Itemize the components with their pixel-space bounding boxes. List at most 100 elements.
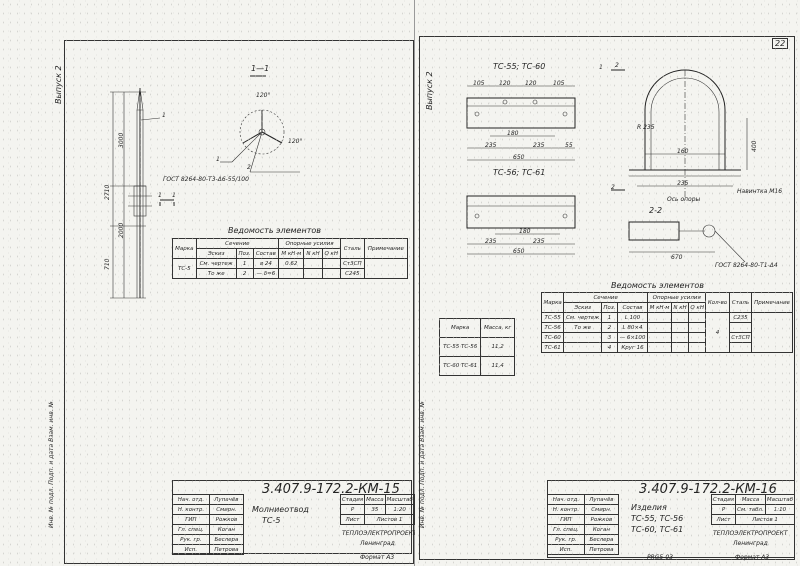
left-title-name-1: Молниеотвод (252, 505, 309, 514)
left-spec-table: Марка Сечение Опорные усилия Сталь Приме… (172, 238, 409, 279)
right-spec-sketch (563, 342, 603, 353)
dim-mid-b: 180 (519, 228, 531, 235)
left-spec-sh-n: N кН (303, 248, 323, 259)
dim-710: 710 (104, 258, 111, 270)
sheets-label: Листов 1 (735, 514, 795, 525)
left-spec-pos: 1 (235, 258, 254, 269)
mass-header: Масса (364, 494, 386, 505)
left-spec-sketch: То же (195, 268, 237, 279)
section-1-top: 1 (599, 64, 603, 71)
right-title-name-1: Изделия (631, 503, 667, 512)
right-spec-mark: ТС-60 (540, 332, 565, 343)
mass-value: 35 (364, 504, 386, 515)
right-org: ТЕПЛОЭЛЕКТРОПРОЕКТ (713, 530, 788, 537)
right-spec-sh-m: M кН·м (647, 302, 672, 313)
dim-bottom-2: 235 (533, 142, 545, 149)
sheet-label: Лист (339, 514, 366, 525)
left-format: Формат А3 (360, 554, 395, 561)
right-spec-h-qty: Кол-во (705, 292, 730, 313)
dim-bottom-b1: 235 (485, 238, 497, 245)
right-spec-h-mark: Марка (540, 292, 565, 313)
mass-mark: ТС-60 ТС-61 (438, 356, 482, 376)
left-spec-h-steel: Сталь (339, 238, 365, 259)
right-spec-pos: 4 (601, 342, 618, 353)
mass-value: 11,2 (480, 337, 515, 357)
dim-bottom-1: 235 (485, 142, 497, 149)
left-spec-q (321, 268, 341, 279)
right-spec-sketch: То же (563, 322, 603, 333)
right-title-name-3: ТС-60, ТС-61 (631, 525, 684, 534)
dim-top-1: 105 (473, 80, 485, 87)
right-spec-sh-n: N кН (670, 302, 690, 313)
marker-1-section: 1 (216, 156, 220, 163)
right-spec-steel: С235 (728, 312, 753, 323)
right-spec-steel: Ст3СП (728, 332, 753, 343)
dim-160: 160 (677, 148, 689, 155)
dim-top-3: 120 (525, 80, 537, 87)
dim-total-a: 650 (513, 154, 525, 161)
right-spec-title: Ведомость элементов (611, 281, 704, 290)
left-spec-mark: ТС-5 (172, 258, 197, 279)
scale-header: Масштаб (384, 494, 415, 505)
left-spec-h-forces: Опорные усилия (278, 238, 341, 249)
right-spec-steel (728, 342, 753, 353)
dim-mid-1: 180 (507, 130, 519, 137)
section-2-2-title: 2-2 (649, 206, 663, 215)
dim-top-4: 105 (553, 80, 565, 87)
left-spec-h-note: Примечание (363, 238, 409, 259)
marker-1-left: 1 (162, 112, 166, 119)
right-spec-comp: Круг 16 (616, 342, 649, 353)
section-1-1-label: 1—1 (251, 64, 270, 73)
table-row: ТС-5 См. чертеж 1 ⌀ 24 0.62 Ст3СП (172, 258, 409, 279)
left-spec-comp: — δ=6 (252, 268, 280, 279)
right-spec-mark: ТС-56 (540, 322, 565, 333)
dim-670: 670 (671, 254, 683, 261)
angle-120-top: 120° (256, 92, 271, 99)
right-spec-table: Марка Сечение Опорные усилия Кол-во Стал… (540, 292, 793, 353)
scale-header: Масштаб (764, 494, 795, 505)
left-spec-sh-sketch: Эскиз (195, 248, 237, 259)
dim-2710: 2710 (104, 184, 111, 200)
section-2-top: 2 (615, 62, 619, 69)
left-spec-pos: 2 (235, 268, 254, 279)
dim-bottom-b2: 235 (533, 238, 545, 245)
right-spec-pos: 1 (601, 312, 618, 323)
dim-bottom-4: 55 (565, 142, 573, 149)
left-spec-sh-pos: Поз. (235, 248, 254, 259)
stage-header: Стадия (710, 494, 737, 505)
right-format: Формат А3 (735, 554, 770, 561)
stage-header: Стадия (339, 494, 366, 505)
r-235-label: R 235 (637, 124, 655, 131)
right-spec-pos: 3 (601, 332, 618, 343)
right-spec-sh-q: Q кН (688, 302, 707, 313)
dim-total-b: 650 (513, 248, 525, 255)
stage-value: Р (339, 504, 366, 515)
right-spec-sh-comp: Состав (616, 302, 649, 313)
mass-header: Масса (735, 494, 766, 505)
dim-400: 400 (751, 140, 758, 152)
right-spec-sketch: См. чертеж (563, 312, 603, 323)
left-spec-comp: ⌀ 24 (252, 258, 280, 269)
right-spec-sh-pos: Поз. (601, 302, 618, 313)
nut-label: Навинтка М16 (737, 188, 783, 195)
right-spec-steel (728, 322, 753, 333)
mass-table: Марка Масса, кг ТС-55 ТС-56 11,2 ТС-60 Т… (438, 318, 515, 376)
left-spec-sketch: См. чертеж (195, 258, 237, 269)
view-a-title: ТС-55; ТС-60 (493, 62, 546, 71)
left-spec-n (303, 258, 323, 269)
gost-weld-note: ГОСТ 8264-80-Т3-Δ6-55/100 (163, 176, 249, 183)
left-spec-sh-comp: Состав (252, 248, 280, 259)
table-row: ТС-60 ТС-61 11,4 (438, 356, 515, 376)
left-spec-note (363, 258, 409, 279)
sheet-label: Лист (710, 514, 737, 525)
left-title-name-2: ТС-5 (262, 516, 281, 525)
right-spec-h-section: Сечение (563, 292, 649, 303)
right-spec-sketch (563, 332, 603, 343)
left-spec-q (321, 258, 341, 269)
right-spec-qty: 4 (705, 312, 730, 353)
right-spec-comp: L 80×4 (616, 322, 649, 333)
section-mark-left-1: 1 (158, 192, 162, 199)
left-spec-h-section: Сечение (195, 238, 280, 249)
view-b-title: ТС-56; ТС-61 (493, 168, 546, 177)
